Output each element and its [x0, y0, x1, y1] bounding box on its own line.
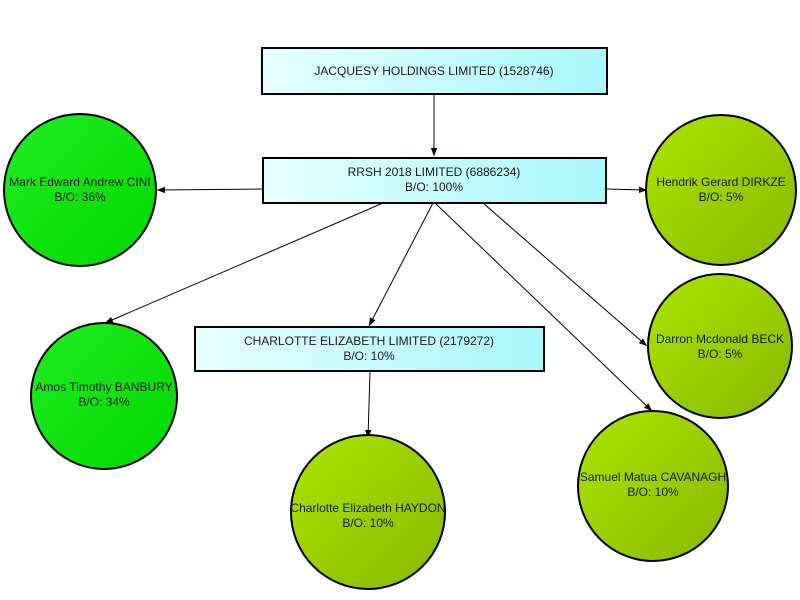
edge-rrsh-banbury [104, 202, 384, 324]
edge-charlotte-ltd-haydon [365, 371, 372, 439]
node-ownership: B/O: 10% [342, 516, 394, 530]
person-node-haydon[interactable]: Charlotte Elizabeth HAYDON B/O: 10% [290, 434, 446, 590]
person-node-beck[interactable]: Darron Mcdonald BECK B/O: 5% [647, 273, 793, 419]
edge-rrsh-cavanagh [434, 202, 653, 412]
node-label: Samuel Matua CAVANAGH [580, 470, 726, 484]
node-ownership: B/O: 5% [698, 347, 743, 361]
edge-rrsh-cini [156, 186, 264, 194]
node-label: RRSH 2018 LIMITED (6886234) [348, 165, 521, 179]
person-node-dirkze[interactable]: Hendrik Gerard DIRKZE B/O: 5% [645, 114, 797, 266]
company-node-jacquesy[interactable]: JACQUESY HOLDINGS LIMITED (1528746) [261, 47, 608, 95]
node-label: JACQUESY HOLDINGS LIMITED (1528746) [314, 64, 553, 78]
node-ownership: B/O: 5% [699, 190, 744, 204]
edge-rrsh-dirkze [605, 186, 648, 194]
node-label: Mark Edward Andrew CINI [9, 175, 150, 189]
edges [104, 94, 653, 439]
node-label: Darron Mcdonald BECK [656, 332, 784, 346]
company-node-rrsh[interactable]: RRSH 2018 LIMITED (6886234) B/O: 100% [262, 157, 607, 204]
node-label: Hendrik Gerard DIRKZE [656, 175, 785, 189]
edge-rrsh-beck [482, 202, 648, 347]
company-node-charlotte-ltd[interactable]: CHARLOTTE ELIZABETH LIMITED (2179272) B/… [194, 326, 545, 372]
person-node-cavanagh[interactable]: Samuel Matua CAVANAGH B/O: 10% [577, 410, 729, 562]
node-ownership: B/O: 34% [78, 395, 130, 409]
person-node-cini[interactable]: Mark Edward Andrew CINI B/O: 36% [3, 113, 157, 267]
node-label: CHARLOTTE ELIZABETH LIMITED (2179272) [244, 334, 494, 348]
node-ownership: B/O: 10% [627, 485, 679, 499]
node-label: Amos Timothy BANBURY [35, 380, 172, 394]
node-ownership: B/O: 36% [54, 190, 106, 204]
edge-rrsh-charlotte-ltd [368, 202, 434, 327]
node-ownership: B/O: 10% [343, 349, 395, 363]
node-ownership: B/O: 100% [405, 180, 463, 194]
node-label: Charlotte Elizabeth HAYDON [290, 501, 445, 515]
person-node-banbury[interactable]: Amos Timothy BANBURY B/O: 34% [30, 322, 178, 470]
